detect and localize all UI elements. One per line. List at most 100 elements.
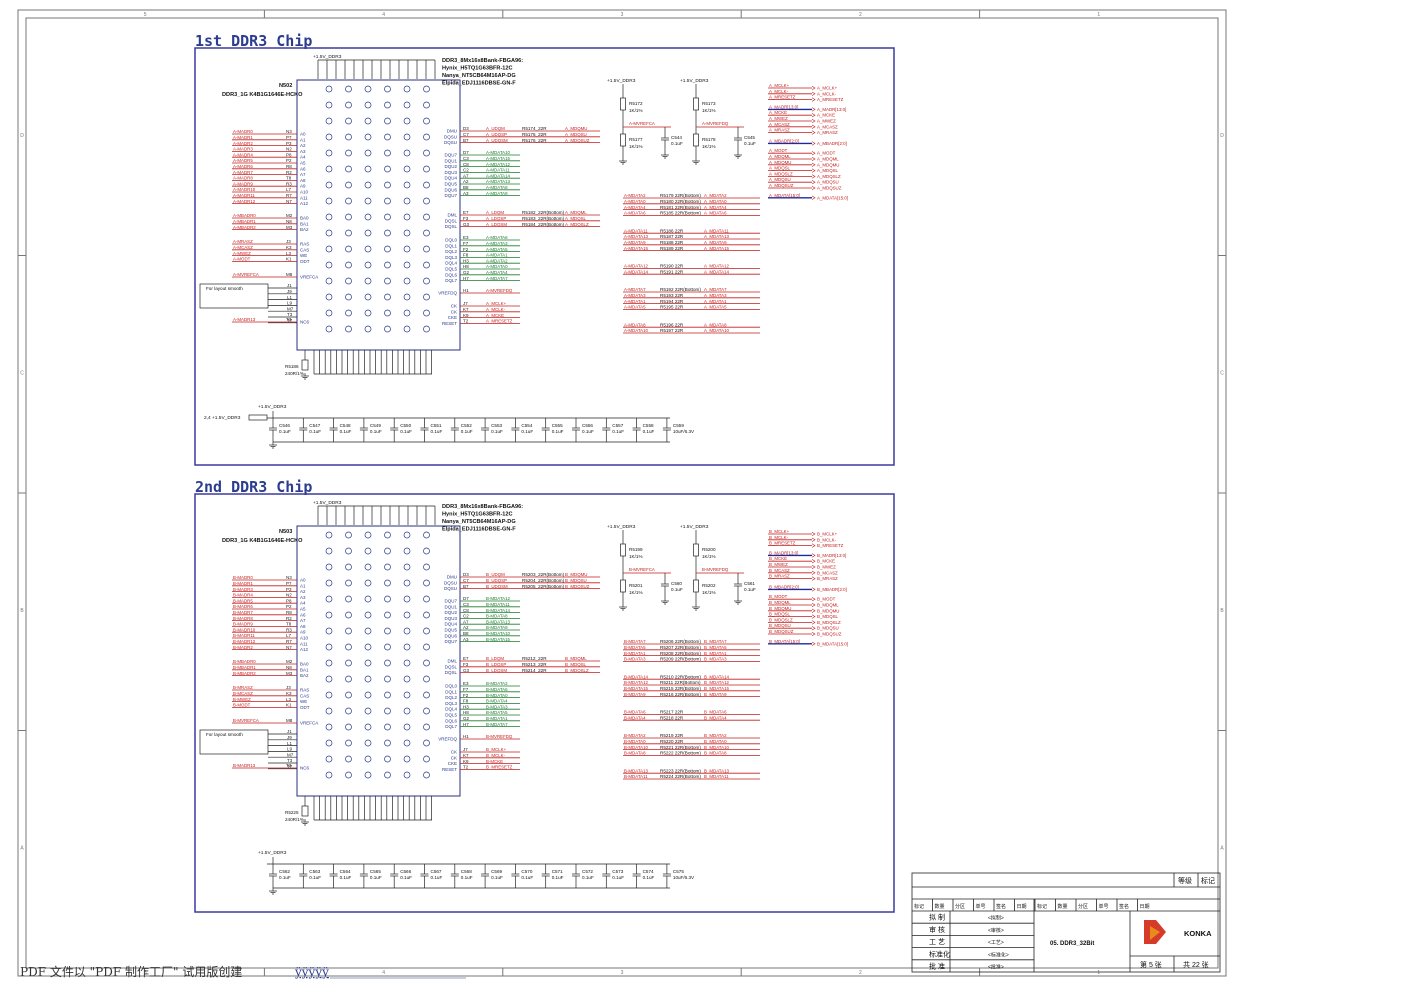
right-pin-name: DQU6 [444, 633, 457, 638]
ctrl-port-arrow [811, 97, 816, 102]
bga-ball [403, 659, 411, 667]
left-pin-name: CAS [300, 693, 309, 698]
bga-ball [403, 755, 411, 763]
ctrl-port-arrow [811, 156, 816, 162]
decap-value: 0.1uF [521, 429, 533, 434]
bga-ball [345, 197, 352, 205]
layout-note-box [199, 729, 269, 755]
right-net-label: A-MDATA15 [486, 156, 511, 161]
nc-pin-number: L9 [287, 301, 293, 306]
ctrl-port-label: B_MCASZ [817, 570, 838, 575]
right-net-label: A_UDQSP [486, 132, 507, 137]
data-series-resistor: R5194 22R [660, 299, 684, 304]
data-net-left: B-MDATA6 [624, 710, 646, 715]
data-net-right: A_MDATA3 [704, 293, 727, 298]
sheet-number: 第 5 张 [1140, 960, 1162, 969]
right-pin-name: DQL0 [445, 238, 457, 243]
bga-ball [403, 101, 411, 109]
decap-value: 0.1uF [370, 429, 382, 434]
bga-ball [423, 691, 430, 699]
ctrl-port-arrow [811, 587, 816, 592]
bga-ball [423, 547, 430, 555]
bga-ball [403, 277, 411, 285]
data-net-left: B-MDATA1 [624, 651, 646, 656]
left-net-label: A-MBADR0 [233, 213, 256, 218]
zq-resistor [301, 805, 309, 817]
zq-resistor [301, 359, 309, 371]
left-net-label: A-MODT [233, 257, 251, 262]
data-series-resistor: R5220 22R [660, 739, 684, 744]
bga-ball [345, 707, 352, 715]
ctrl-port-arrow [811, 559, 816, 564]
bga-ball [325, 595, 333, 603]
decap-ref: C553 [491, 423, 502, 428]
ctrl-net-label: A_MDQMU [769, 160, 791, 165]
bga-ball [403, 675, 411, 683]
right-net-label: A-MDATA13 [486, 179, 511, 184]
right-net-label: B_MCLK+ [486, 747, 507, 752]
bga-ball [325, 531, 333, 539]
data-net-left: A-MDATA9 [624, 240, 646, 245]
nc-pin-number: T3 [287, 312, 293, 317]
nc-pin-number: M7 [287, 752, 294, 757]
zone-col-label-top: 3 [621, 12, 624, 18]
bga-ball [364, 229, 372, 237]
right-net-label: A_LDQSP [486, 216, 506, 221]
data-net-left: B-MDATA9 [624, 692, 646, 697]
ddr3-chip-1-schematic: +1.5V_DDR3DDR3_8Mx16x8Bank-FBGA96:Hynix_… [199, 54, 848, 449]
left-pin-number: P7 [286, 581, 292, 586]
bga-ball [325, 261, 333, 269]
data-net-left: B-MDATA11 [624, 774, 648, 779]
right-pin-name: DQL0 [445, 684, 457, 689]
left-pin-name: NC6 [300, 766, 309, 771]
zone-row-label-left: B [20, 608, 24, 614]
data-net-left: A-MDATA0 [624, 199, 646, 204]
right-pin-name: CK [451, 755, 457, 760]
left-pin-name: A6 [300, 166, 306, 171]
bga-ball [345, 755, 352, 763]
decap-value: 0.1uF [582, 875, 594, 880]
bga-ball [364, 611, 372, 619]
vref-cap-value: 0.1uF [744, 587, 756, 592]
bga-ball [325, 675, 333, 683]
decap-value: 0.1uF [400, 429, 412, 434]
data-net-right: A_MDATA7 [704, 287, 727, 292]
bga-ball [364, 149, 372, 157]
right-pin-number: J7 [463, 747, 468, 752]
right-net-label: B_LDQSM [486, 668, 507, 673]
decap-ref: C558 [643, 423, 654, 428]
decap-power-label: +1.5V_DDR3 [258, 404, 287, 410]
bga-ball [384, 245, 391, 253]
footer-link[interactable]: ÿÿÿÿÿ [294, 965, 329, 979]
right-pin-name: DML [447, 659, 457, 664]
ctrl-port-arrow [811, 553, 816, 558]
bga-ball [364, 755, 372, 763]
left-net-label: A-MADR0 [233, 129, 253, 134]
bga-ball [403, 245, 411, 253]
ctrl-port-label: A_MDQSLZ [817, 174, 841, 179]
bga-ball [384, 707, 391, 715]
data-net-right: B_MDATA11 [704, 774, 729, 779]
left-pin-name: A8 [300, 624, 306, 629]
nc-pin-number: L9 [287, 747, 293, 752]
data-net-right: B_MDATA1 [704, 651, 727, 656]
series-resistor: R5174_22R [522, 126, 547, 131]
zone-row-label-right: C [1220, 370, 1224, 376]
chip-part-number: DDR3_1G K4B1G1646E-HCKO [222, 538, 303, 544]
tb-rev-header: 数量 [935, 903, 945, 910]
bga-ball [325, 325, 333, 333]
right-pin-name: DQSL [445, 664, 458, 669]
vref-bottom-ref: R5178 [702, 137, 716, 142]
ctrl-net-label: B_MCLK+ [769, 529, 790, 534]
right-net-label: A_MCKE [486, 313, 504, 318]
data-series-resistor: R5189 22R [660, 246, 684, 251]
ctrl-net-label: B_MDQSLZ [769, 617, 793, 622]
ctrl-port-label: B_MODT [817, 597, 836, 602]
zone-col-label-top: 1 [1097, 12, 1100, 18]
data-net-right: A_MDATA0 [704, 199, 727, 204]
right-net-label: A_MRESETZ [486, 319, 513, 324]
tb-role-label: 审 核 [929, 925, 945, 934]
ctrl-port-arrow [811, 151, 816, 156]
bga-ball [423, 309, 430, 317]
left-net-label: A-MADR9 [233, 181, 253, 186]
